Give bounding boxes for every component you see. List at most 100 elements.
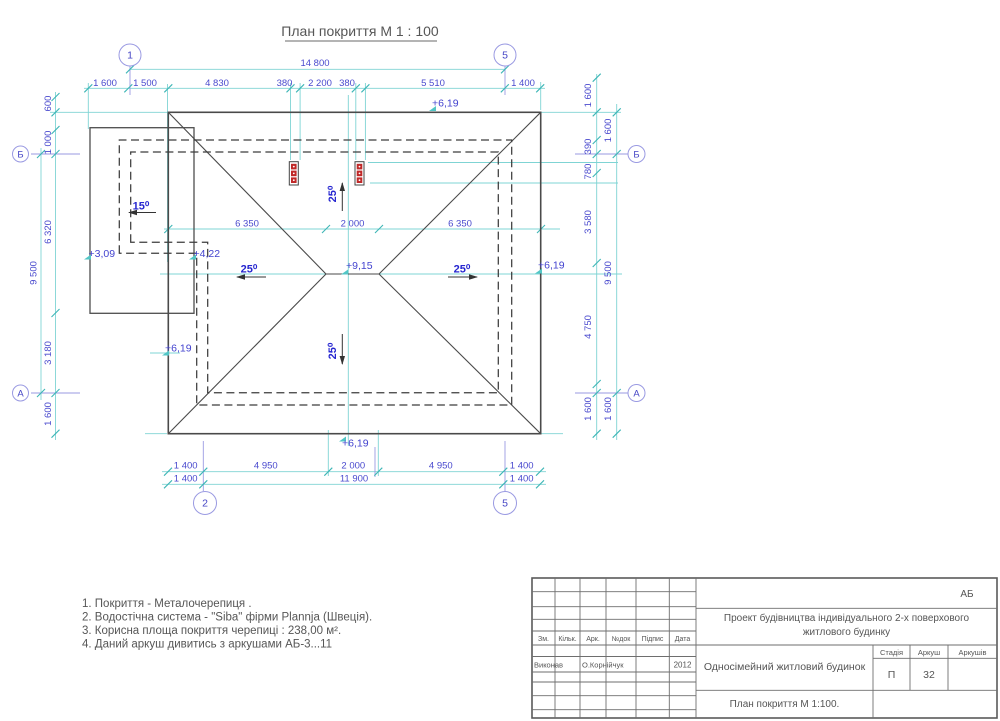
col-zm: Зм. xyxy=(538,636,549,643)
garage-ridge-level: +4,22 xyxy=(194,248,221,260)
dim-bottom-total-2: 1 400 xyxy=(510,474,534,485)
inner-wall-line xyxy=(130,151,499,394)
chimney-1 xyxy=(288,161,299,186)
dim-top-6: 5 510 xyxy=(421,78,445,89)
dim-bottom-total-0: 1 400 xyxy=(174,474,198,485)
garage-slope-label: 15⁰ xyxy=(133,201,150,213)
stage-label: Стадія xyxy=(880,648,903,657)
main-roof-outline xyxy=(167,111,542,435)
document-code: АБ xyxy=(960,589,974,600)
dim-bottom-0: 1 400 xyxy=(174,461,198,472)
notes-list: 1. Покриття - Металочерепиця . 2. Водост… xyxy=(82,598,372,651)
project-name-line1: Проект будівництва індивідуального 2-х п… xyxy=(724,612,970,624)
dim-bottom-1: 4 950 xyxy=(254,461,278,472)
axis-b-left: Б xyxy=(17,149,23,160)
slope-right-label: 25⁰ xyxy=(454,264,471,276)
axis-b-right: Б xyxy=(633,149,639,160)
dim-top-0: 1 600 xyxy=(93,78,117,89)
axis-a-left: А xyxy=(17,388,24,399)
dim-bottom-2: 2 000 xyxy=(341,461,365,472)
dim-right-outer-2: 1 600 xyxy=(603,397,614,421)
dim-bottom-total-1: 11 900 xyxy=(340,474,368,485)
sheet-number: 32 xyxy=(923,669,935,681)
elevation-ticks xyxy=(84,106,542,442)
sheet-label: Аркуш xyxy=(918,648,940,657)
dim-ridge-0: 6 350 xyxy=(235,219,259,230)
dim-top-7: 1 400 xyxy=(511,78,535,89)
col-ark: Арк. xyxy=(586,636,600,643)
slope-left-label: 25⁰ xyxy=(241,264,258,276)
note-4: 4. Даний аркуш дивитись з аркушами АБ-3.… xyxy=(82,639,332,651)
sheets-label: Аркушів xyxy=(959,648,987,657)
construction-lines xyxy=(40,68,622,485)
grid-axis-bubbles: 1 5 2 5 Б А Б А xyxy=(12,43,646,515)
dim-right-1: 390 xyxy=(583,139,594,155)
wall-dashed-lines xyxy=(118,139,513,406)
page-title: План покриття М 1 : 100 xyxy=(281,23,439,39)
slope-down-label: 25⁰ xyxy=(327,342,339,359)
dim-ridge-1: 2 000 xyxy=(341,219,365,230)
slope-up-label: 25⁰ xyxy=(327,185,339,202)
eave-level-top: +6,19 xyxy=(432,98,459,110)
dim-top-3: 380 xyxy=(277,78,293,89)
dim-bottom-4: 1 400 xyxy=(510,461,534,472)
garage-eave-level: +3,09 xyxy=(89,248,116,260)
dimension-ticks xyxy=(36,64,622,489)
eave-level-bottom: +6,19 xyxy=(342,438,369,450)
dim-top-total: 14 800 xyxy=(300,58,329,69)
col-ndok: №док xyxy=(612,636,631,643)
object-name: Односімейний житловий будинок xyxy=(704,661,866,673)
author-name: О.Корнійчук xyxy=(582,661,624,670)
note-3: 3. Корисна площа покриття черепиці : 238… xyxy=(82,625,341,637)
project-name-line2: житлового будинку xyxy=(803,626,890,638)
dim-ridge-2: 6 350 xyxy=(448,219,472,230)
col-data: Дата xyxy=(675,636,691,643)
eave-level-right: +6,19 xyxy=(538,260,565,272)
title-block: АБ Проект будівництва індивідуального 2-… xyxy=(531,577,998,719)
axis-stub-lines xyxy=(31,58,628,491)
dim-left-0: 600 xyxy=(43,96,54,112)
dim-top-2: 4 830 xyxy=(205,78,229,89)
slope-arrows: 15⁰ 25⁰ 25⁰ 25⁰ 25⁰ xyxy=(128,182,478,365)
chimney-2 xyxy=(354,161,365,186)
stage-value: П xyxy=(888,669,896,681)
outer-wall-line xyxy=(118,139,513,406)
note-1: 1. Покриття - Металочерепиця . xyxy=(82,598,252,610)
col-pidpys: Підпис xyxy=(642,635,664,643)
axis-5-bottom: 5 xyxy=(502,498,508,510)
dim-right-3: 3 580 xyxy=(583,210,594,234)
author-role: Виконав xyxy=(534,661,563,670)
dim-left-3: 3 180 xyxy=(43,341,54,365)
roof-plan xyxy=(89,111,542,435)
eave-level-left: +6,19 xyxy=(165,343,192,355)
dim-left-total: 9 500 xyxy=(29,261,40,285)
dim-bottom-3: 4 950 xyxy=(429,461,453,472)
ridge-level: +9,15 xyxy=(346,260,373,272)
dim-right-4: 4 750 xyxy=(583,315,594,339)
dim-left-2: 6 320 xyxy=(43,220,54,244)
revision-column-headers: Зм. Кільк. Арк. №док Підпис Дата xyxy=(538,635,690,643)
dim-right-2: 780 xyxy=(583,164,594,180)
dim-top-4: 2 200 xyxy=(308,78,332,89)
roof-hip-lines xyxy=(167,111,542,435)
note-2: 2. Водостічна система - "Siba" фірми Pla… xyxy=(82,612,372,624)
dim-top-1: 1 500 xyxy=(133,78,157,89)
dim-right-5: 1 600 xyxy=(583,397,594,421)
dim-right-outer-0: 1 600 xyxy=(603,119,614,143)
axis-1: 1 xyxy=(127,50,133,62)
axis-5-top: 5 xyxy=(502,50,508,62)
dimension-labels: 14 800 1 600 1 500 4 830 380 2 200 380 5… xyxy=(29,58,615,485)
axis-2: 2 xyxy=(202,498,208,510)
dim-left-1: 1 000 xyxy=(43,131,54,155)
axis-a-right: А xyxy=(633,388,640,399)
dim-right-outer-1: 9 500 xyxy=(603,261,614,285)
dim-left-4: 1 600 xyxy=(43,402,54,426)
garage-roof-outline xyxy=(89,127,195,314)
elevation-marks: +6,19 +6,19 +6,19 +6,19 +9,15 +4,22 +3,0… xyxy=(84,98,565,450)
col-kilk: Кільк. xyxy=(558,635,576,643)
date-value: 2012 xyxy=(674,661,692,670)
dim-right-0: 1 600 xyxy=(583,84,594,108)
dim-top-5: 380 xyxy=(339,78,355,89)
